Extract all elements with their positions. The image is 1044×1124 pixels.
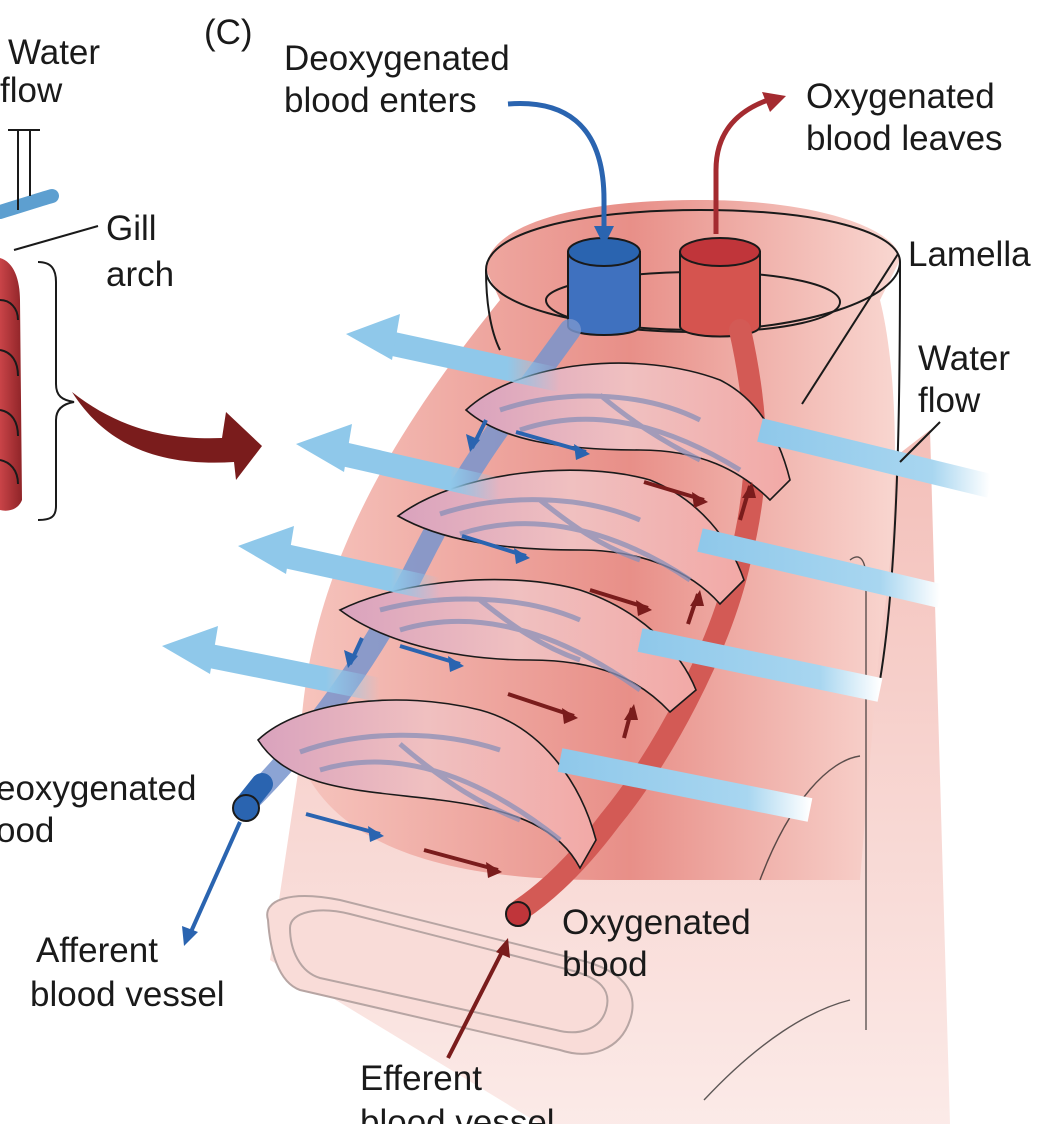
oxygenated-leaves-arrow bbox=[713, 97, 769, 234]
water-flow-right-pointer bbox=[899, 421, 941, 463]
water-flow-left-label-line2: flow bbox=[0, 71, 63, 110]
vessel-openings bbox=[567, 237, 761, 338]
afferent-arrow bbox=[188, 821, 242, 935]
deoxygenated-enters-arrow bbox=[507, 101, 607, 232]
panel-label: (C) bbox=[204, 13, 253, 52]
efferent-arrow bbox=[446, 947, 506, 1059]
gill-arch-label-line1: Gill bbox=[106, 209, 157, 248]
deoxygenated-enters-arrowhead bbox=[594, 226, 614, 246]
water-flow-right-label-line1: Water bbox=[918, 339, 1010, 378]
lamella-label: Lamella bbox=[908, 235, 1031, 274]
water-flow-left-pointer bbox=[8, 129, 40, 210]
deoxygenated-enters-label-line1: Deoxygenated bbox=[284, 39, 510, 78]
water-flow-streams bbox=[162, 314, 993, 822]
water-flow-left-label-line1: Water bbox=[8, 33, 100, 72]
deoxygenated-blood-label-line2: ood bbox=[0, 811, 54, 850]
oxygenated-leaves-label-line2: blood leaves bbox=[806, 119, 1003, 158]
lamella-pointer bbox=[801, 253, 899, 405]
gill-arch-pointer bbox=[13, 225, 99, 251]
gill-arch-label-line2: arch bbox=[106, 255, 174, 294]
blood-flow-arrows bbox=[305, 419, 756, 878]
deoxygenated-blood-label-line1: eoxygenated bbox=[0, 769, 196, 808]
water-flow-right-label-line2: flow bbox=[918, 381, 981, 420]
water-flow-left-stream bbox=[0, 189, 59, 219]
efferent-label-line1: Efferent bbox=[360, 1059, 482, 1098]
lamellae bbox=[256, 362, 791, 870]
gill-arch-bracket bbox=[37, 261, 75, 521]
deoxygenated-enters-label-line2: blood enters bbox=[284, 81, 477, 120]
afferent-label-line2: blood vessel bbox=[30, 975, 225, 1014]
afferent-arrowhead bbox=[182, 926, 198, 946]
oxygenated-blood-label-line2: blood bbox=[562, 945, 648, 984]
efferent-arrowhead bbox=[496, 938, 510, 958]
efferent-label-line2: blood vessel bbox=[360, 1103, 555, 1124]
afferent-label-line1: Afferent bbox=[36, 931, 158, 970]
oxygenated-leaves-arrowhead bbox=[762, 92, 786, 112]
oxygenated-leaves-label-line1: Oxygenated bbox=[806, 77, 995, 116]
gill-arch-stub bbox=[0, 258, 22, 511]
oxygenated-blood-label-line1: Oxygenated bbox=[562, 903, 751, 942]
enlarge-arrow bbox=[72, 392, 262, 480]
